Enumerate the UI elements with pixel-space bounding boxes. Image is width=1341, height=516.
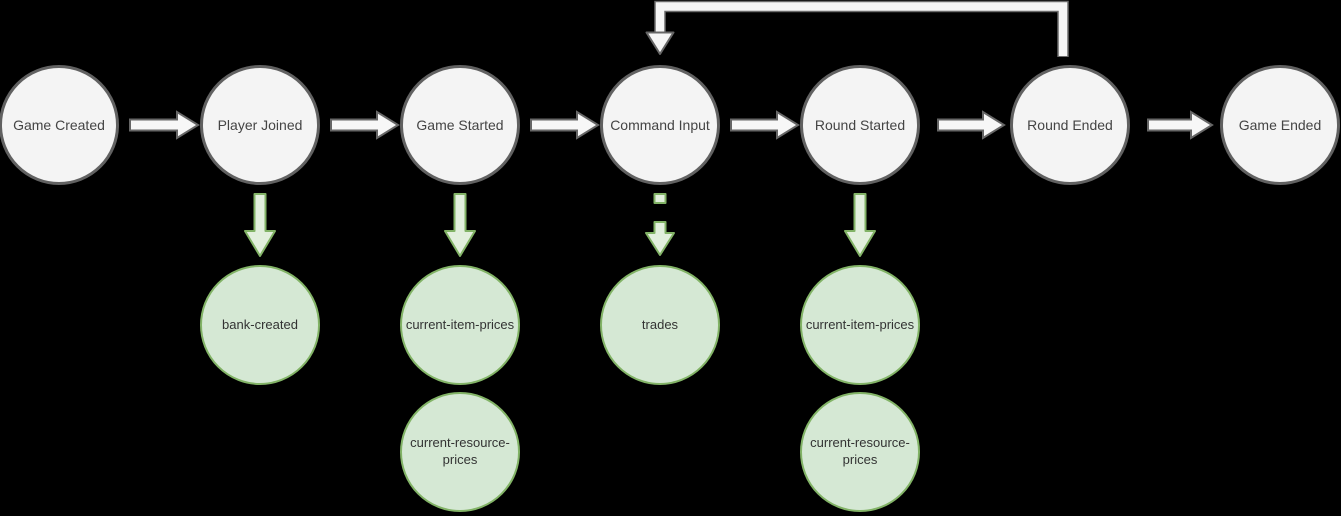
flow-arrow[interactable] [330,110,400,140]
state-node-command-input[interactable]: Command Input [600,65,720,185]
node-label: current-item-prices [405,316,515,332]
state-node-round-ended[interactable]: Round Ended [1010,65,1130,185]
node-label: current-resource-prices [410,435,510,467]
event-node-current-resource-prices-1[interactable]: current-resource-prices [400,392,520,512]
event-node-current-resource-prices-2[interactable]: current-resource-prices [800,392,920,512]
state-node-game-started[interactable]: Game Started [400,65,520,185]
flow-arrow[interactable] [937,110,1006,140]
event-node-trades[interactable]: trades [600,265,720,385]
flow-arrow[interactable] [129,110,200,140]
loop-arrow[interactable] [645,0,1069,58]
node-label: current-resource-prices [810,435,910,467]
node-label: bank-created [222,316,298,332]
state-node-round-started[interactable]: Round Started [800,65,920,185]
event-node-current-item-prices-1[interactable]: current-item-prices [400,265,520,385]
node-label: Command Input [610,117,710,133]
emit-arrow-dashed[interactable] [645,193,675,256]
node-label: current-item-prices [805,316,915,332]
emit-arrow-solid[interactable] [844,193,876,257]
node-label: Game Ended [1238,117,1322,133]
node-label: Game Started [416,117,504,133]
node-label: Player Joined [217,117,303,133]
state-node-game-ended[interactable]: Game Ended [1220,65,1340,185]
emit-arrow-solid[interactable] [444,193,476,257]
node-label: Round Started [814,117,906,133]
flow-arrow[interactable] [730,110,800,140]
flow-arrow[interactable] [530,110,600,140]
node-label: trades [641,316,679,332]
state-node-player-joined[interactable]: Player Joined [200,65,320,185]
flow-arrow[interactable] [1147,110,1214,140]
event-node-current-item-prices-2[interactable]: current-item-prices [800,265,920,385]
state-node-game-created[interactable]: Game Created [0,65,119,185]
node-label: Round Ended [1027,117,1113,133]
node-label: Game Created [13,117,105,133]
event-node-bank-created[interactable]: bank-created [200,265,320,385]
emit-arrow-solid[interactable] [244,193,276,257]
